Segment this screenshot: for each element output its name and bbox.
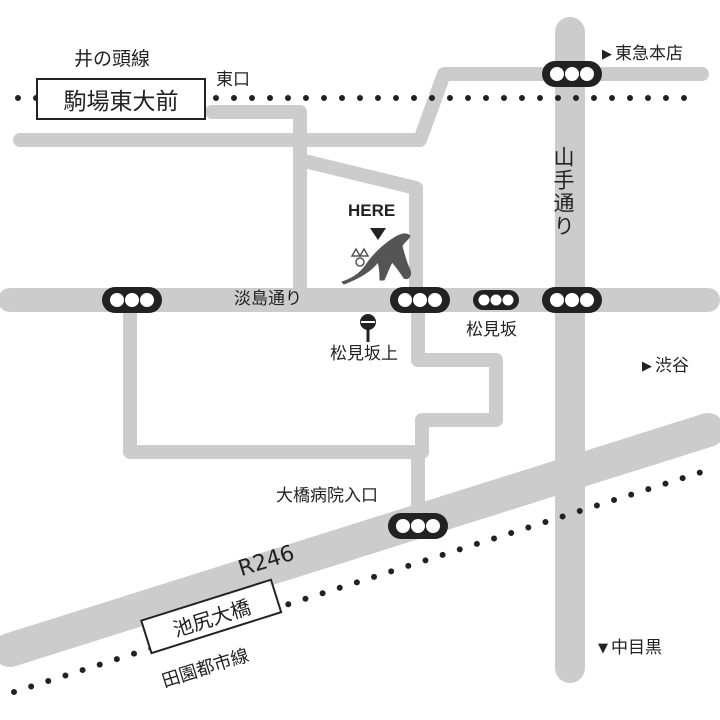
triangle-arrow-icon: ▶ [642, 359, 652, 374]
label-nakameguro: ▼ 中目黒 [598, 640, 662, 657]
label-here: HERE [348, 201, 396, 220]
bus-stop-icon [360, 314, 376, 342]
label-yamate-dori: 山手通り [551, 146, 575, 238]
label-inokashira-line: 井の頭線 [74, 48, 151, 70]
label-text: 渋谷 [655, 356, 689, 376]
label-tokyu-honten: ▶ 東急本店 [602, 46, 683, 63]
label-shibuya: ▶ 渋谷 [642, 358, 689, 375]
label-matsumizaka: 松見坂 [466, 320, 517, 340]
traffic-light-icon [388, 513, 448, 539]
label-text: 東急本店 [615, 44, 683, 64]
road-loop-west [123, 299, 425, 523]
road-diagonal-here [293, 153, 423, 299]
label-matsumizaka-ue: 松見坂上 [330, 344, 398, 364]
traffic-light-icon [542, 61, 602, 87]
traffic-light-icon [102, 287, 162, 313]
road-station-south [205, 105, 307, 299]
traffic-light-icon [542, 287, 602, 313]
label-east-exit: 東口 [216, 70, 250, 90]
label-text: 中目黒 [611, 638, 662, 658]
here-pointer-icon [370, 228, 386, 240]
traffic-light-icon [473, 290, 519, 310]
dog-icon [341, 233, 411, 285]
triangle-arrow-icon: ▼ [598, 641, 608, 656]
station-komaba-todaimae: 駒場東大前 [36, 78, 206, 120]
label-ohashi-hospital-entrance: 大橋病院入口 [276, 486, 378, 506]
label-awashima-dori: 淡島通り [234, 289, 302, 309]
station-name: 駒場東大前 [63, 89, 179, 115]
road-route-246 [0, 413, 720, 667]
triangle-arrow-icon: ▶ [602, 47, 612, 62]
road-loop-east [411, 299, 503, 459]
traffic-light-icon [390, 287, 450, 313]
